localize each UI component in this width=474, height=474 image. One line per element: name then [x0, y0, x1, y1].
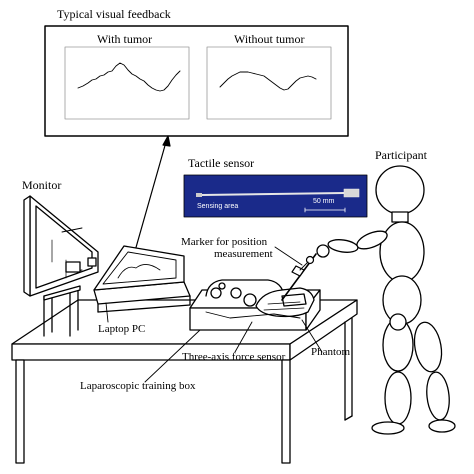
training-box-label: Laparoscopic training box — [80, 380, 196, 392]
force-sensor-label: Three-axis force sensor — [182, 351, 286, 363]
tactile-sensor-label: Tactile sensor — [188, 156, 255, 170]
feedback-title: Typical visual feedback — [57, 7, 171, 21]
feedback-arrow — [132, 135, 171, 259]
waveform-without-tumor — [219, 71, 317, 91]
marker-label-line2: measurement — [214, 248, 273, 260]
feedback-panel — [44, 25, 349, 137]
laptop — [93, 245, 191, 313]
monitor-label: Monitor — [22, 178, 62, 192]
sensing-area-label: Sensing area — [197, 203, 239, 210]
callout-lines — [105, 246, 323, 383]
tactile-sensor-instrument — [281, 253, 317, 301]
participant-figure — [316, 165, 456, 435]
scale-bar-label: 50 mm — [313, 198, 335, 205]
laptop-label: Laptop PC — [98, 323, 146, 335]
waveform-with-tumor — [77, 62, 181, 92]
phantom-label: Phantom — [311, 346, 351, 358]
marker-label-line1: Marker for position — [181, 236, 268, 248]
with-tumor-label: With tumor — [97, 32, 153, 46]
tactile-sensor-photo — [183, 174, 368, 218]
participant-label: Participant — [375, 148, 427, 162]
monitor — [23, 195, 99, 337]
without-tumor-label: Without tumor — [234, 32, 305, 46]
laparoscopic-training-box — [189, 279, 321, 331]
